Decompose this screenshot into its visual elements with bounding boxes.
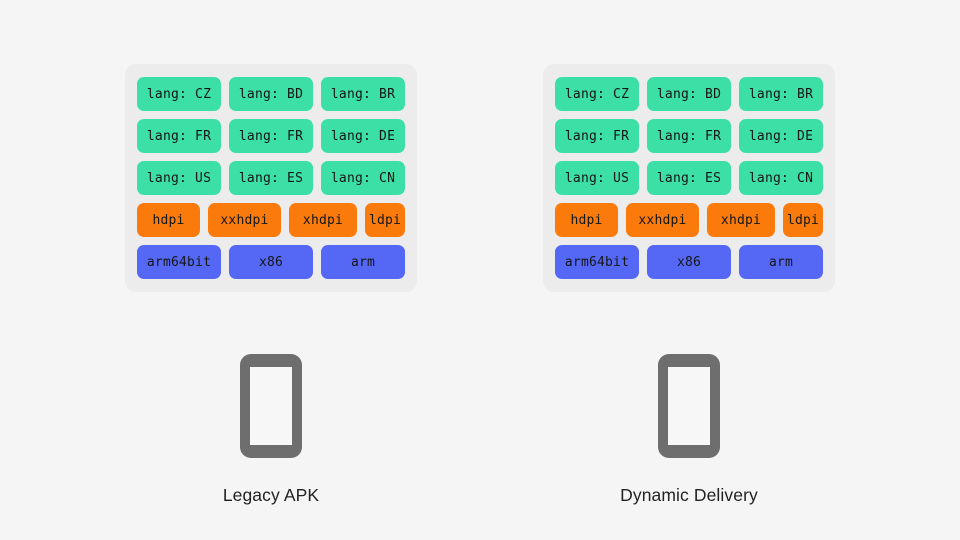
chip-row-lang-3: lang: US lang: ES lang: CN bbox=[555, 161, 823, 195]
chip-lang[interactable]: lang: BR bbox=[739, 77, 823, 111]
resource-panel-dynamic: lang: CZ lang: BD lang: BR lang: FR lang… bbox=[543, 64, 835, 292]
caption-legacy-apk: Legacy APK bbox=[222, 485, 320, 505]
chip-lang[interactable]: lang: DE bbox=[739, 119, 823, 153]
chip-dpi[interactable]: xxhdpi bbox=[626, 203, 699, 237]
chip-lang[interactable]: lang: CZ bbox=[555, 77, 639, 111]
chip-arch[interactable]: x86 bbox=[647, 245, 731, 279]
chip-lang[interactable]: lang: BR bbox=[321, 77, 405, 111]
chip-row-lang-1: lang: CZ lang: BD lang: BR bbox=[137, 77, 405, 111]
chip-lang[interactable]: lang: BD bbox=[647, 77, 731, 111]
chip-row-lang-2: lang: FR lang: FR lang: DE bbox=[555, 119, 823, 153]
device-legacy: Legacy APK bbox=[223, 354, 319, 506]
chip-dpi[interactable]: xxhdpi bbox=[208, 203, 281, 237]
column-legacy-apk: lang: CZ lang: BD lang: BR lang: FR lang… bbox=[125, 64, 417, 540]
chip-arch[interactable]: x86 bbox=[229, 245, 313, 279]
chip-lang[interactable]: lang: BD bbox=[229, 77, 313, 111]
chip-row-dpi: hdpi xxhdpi xhdpi ldpi bbox=[137, 203, 405, 237]
chip-lang[interactable]: lang: FR bbox=[137, 119, 221, 153]
chip-row-arch: arm64bit x86 arm bbox=[555, 245, 823, 279]
chip-lang[interactable]: lang: FR bbox=[229, 119, 313, 153]
chip-arch[interactable]: arm64bit bbox=[555, 245, 639, 279]
chip-arch[interactable]: arm bbox=[321, 245, 405, 279]
chip-lang[interactable]: lang: FR bbox=[555, 119, 639, 153]
column-dynamic-delivery: lang: CZ lang: BD lang: BR lang: FR lang… bbox=[543, 64, 835, 540]
chip-dpi[interactable]: ldpi bbox=[783, 203, 823, 237]
smartphone-screen bbox=[668, 367, 710, 445]
chip-row-lang-3: lang: US lang: ES lang: CN bbox=[137, 161, 405, 195]
chip-lang[interactable]: lang: US bbox=[137, 161, 221, 195]
chip-lang[interactable]: lang: CZ bbox=[137, 77, 221, 111]
chip-row-dpi: hdpi xxhdpi xhdpi ldpi bbox=[555, 203, 823, 237]
smartphone-screen bbox=[249, 367, 292, 445]
chip-dpi[interactable]: xhdpi bbox=[289, 203, 357, 237]
chip-lang[interactable]: lang: DE bbox=[321, 119, 405, 153]
chip-lang[interactable]: lang: US bbox=[555, 161, 639, 195]
chip-lang[interactable]: lang: CN bbox=[739, 161, 823, 195]
device-dynamic: Dynamic Delivery bbox=[620, 354, 758, 506]
resource-panel-legacy: lang: CZ lang: BD lang: BR lang: FR lang… bbox=[125, 64, 417, 292]
chip-lang[interactable]: lang: FR bbox=[647, 119, 731, 153]
chip-row-lang-2: lang: FR lang: FR lang: DE bbox=[137, 119, 405, 153]
chip-dpi[interactable]: xhdpi bbox=[707, 203, 775, 237]
chip-row-arch: arm64bit x86 arm bbox=[137, 245, 405, 279]
chip-dpi[interactable]: ldpi bbox=[365, 203, 405, 237]
chip-arch[interactable]: arm64bit bbox=[137, 245, 221, 279]
chip-arch[interactable]: arm bbox=[739, 245, 823, 279]
chip-row-lang-1: lang: CZ lang: BD lang: BR bbox=[555, 77, 823, 111]
smartphone-icon bbox=[658, 354, 720, 458]
caption-dynamic-delivery: Dynamic Delivery bbox=[620, 485, 758, 505]
chip-lang[interactable]: lang: ES bbox=[229, 161, 313, 195]
chip-dpi[interactable]: hdpi bbox=[555, 203, 618, 237]
chip-lang[interactable]: lang: CN bbox=[321, 161, 405, 195]
chip-lang[interactable]: lang: ES bbox=[647, 161, 731, 195]
smartphone-icon bbox=[239, 354, 302, 458]
chip-dpi[interactable]: hdpi bbox=[137, 203, 200, 237]
